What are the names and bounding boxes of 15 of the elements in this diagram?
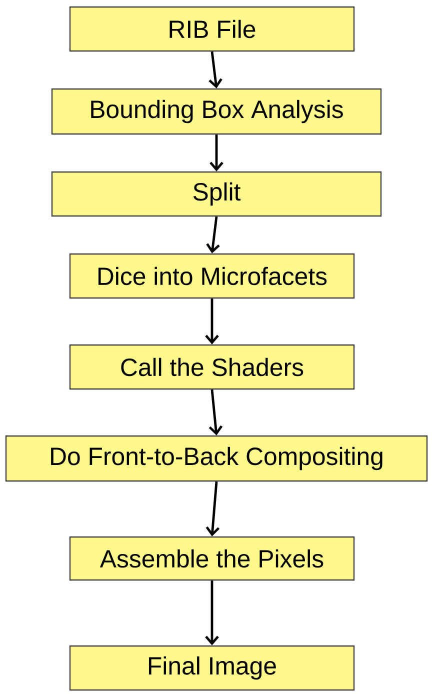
arrow (206, 482, 220, 536)
arrow (205, 580, 219, 646)
process-box: Dice into Microfacets (69, 253, 355, 299)
arrow (206, 216, 220, 254)
process-box: Bounding Box Analysis (51, 88, 382, 135)
arrow (205, 298, 219, 344)
process-box: Call the Shaders (69, 344, 355, 390)
process-box: Final Image (69, 645, 355, 691)
process-box: Assemble the Pixels (69, 536, 355, 581)
arrow (210, 134, 224, 172)
arrow (208, 51, 222, 88)
arrow (208, 389, 223, 436)
process-box: RIB File (69, 6, 355, 52)
process-box: Do Front-to-Back Compositing (5, 435, 428, 482)
process-box: Split (51, 171, 382, 217)
